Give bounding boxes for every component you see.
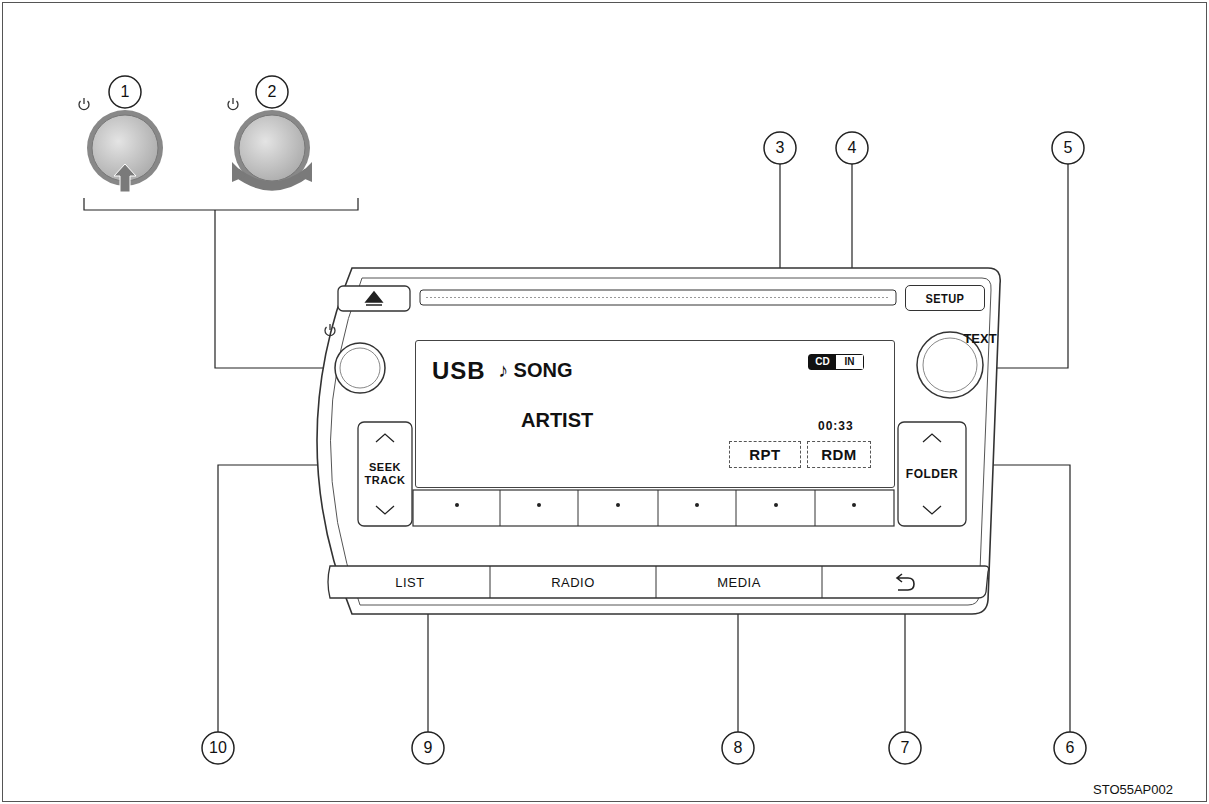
time-text: 00:33	[818, 419, 854, 433]
setup-button: SETUP	[905, 285, 985, 311]
button-text: FOLDER	[906, 467, 958, 481]
callout-number: 9	[424, 739, 433, 757]
source-text: USB	[432, 357, 486, 385]
leader-lines	[84, 164, 1070, 732]
callout-circles	[109, 76, 1086, 764]
knob-turn	[228, 98, 312, 186]
callout-number: 3	[776, 139, 785, 157]
knob-press	[79, 98, 163, 192]
callout-number: 4	[848, 139, 857, 157]
button-text: LIST	[395, 575, 424, 590]
button-text: RDM	[821, 446, 857, 463]
button-text: SEEK TRACK	[362, 461, 408, 486]
display-screen: USB ♪ SONG ARTIST 00:33 CDIN RPT RDM	[415, 340, 895, 488]
button-text: MEDIA	[717, 575, 761, 590]
repeat-box: RPT	[729, 441, 801, 468]
button-text: RPT	[749, 446, 781, 463]
bold-label: TEXT	[963, 331, 996, 346]
button-text: SETUP	[926, 291, 965, 306]
callout-number: 8	[734, 739, 743, 757]
callout-number: 5	[1064, 139, 1073, 157]
artist-text: ARTIST	[521, 409, 593, 432]
cd-in-indicator: CDIN	[808, 354, 864, 370]
frame	[3, 3, 1207, 802]
faceplate	[317, 268, 1000, 614]
folder-button: FOLDER	[900, 458, 964, 490]
list-button: LIST	[331, 567, 489, 597]
callout-number: 7	[901, 739, 910, 757]
radio-button: RADIO	[491, 567, 655, 597]
seek-track-button: SEEK TRACK	[358, 446, 412, 502]
callout-number: 6	[1066, 739, 1075, 757]
indicator-text: CD	[809, 355, 836, 369]
callout-number: 10	[209, 739, 227, 757]
callout-number: 1	[121, 83, 130, 101]
callout-number: 2	[268, 83, 277, 101]
indicator-text: IN	[836, 355, 863, 369]
song-text: ♪ SONG	[498, 359, 572, 382]
random-box: RDM	[807, 441, 871, 468]
button-text: RADIO	[551, 575, 595, 590]
figure-code: STO55AP002	[1093, 782, 1173, 797]
media-button: MEDIA	[657, 567, 821, 597]
